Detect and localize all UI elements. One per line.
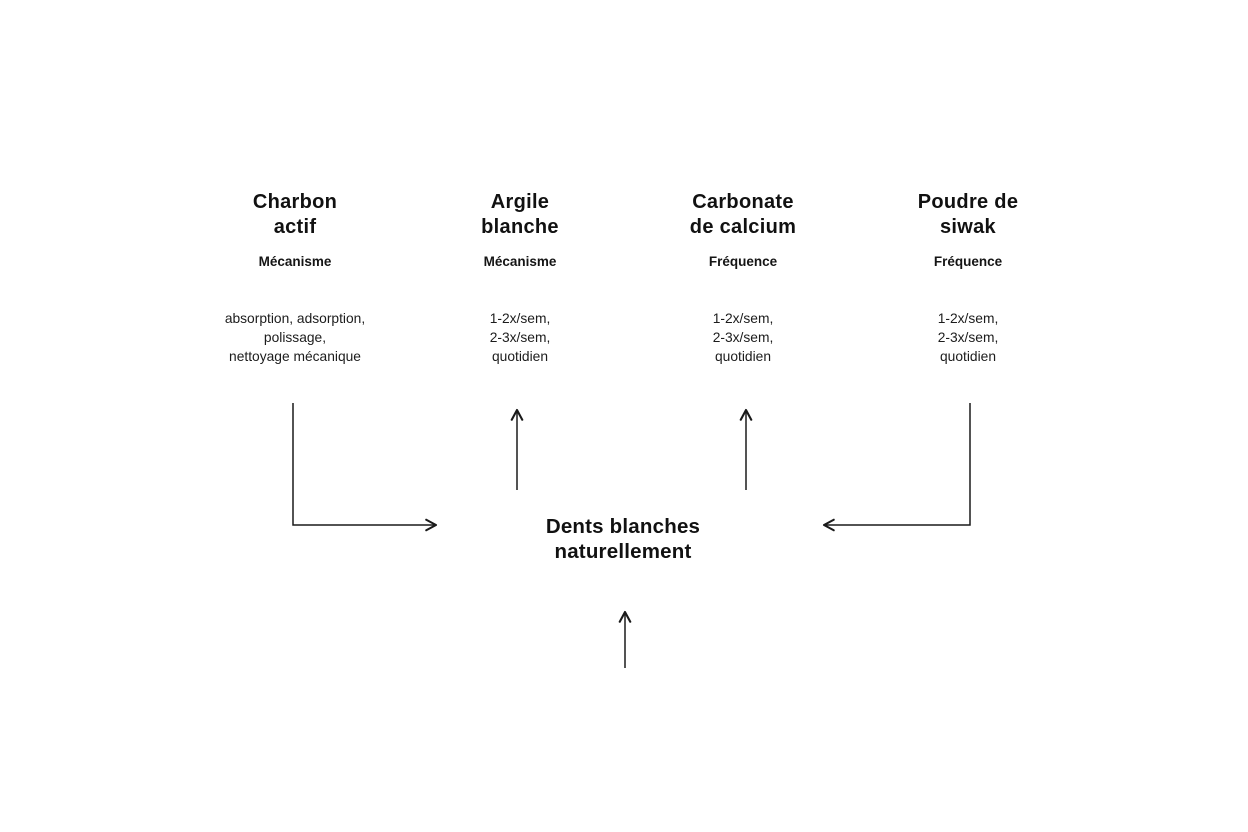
column-carbonate-de-calcium: Carbonate de calcium Fréquence 1-2x/sem,… bbox=[633, 190, 853, 366]
column-details: 1-2x/sem, 2-3x/sem, quotidien bbox=[937, 311, 999, 364]
column-subtitle: Mécanisme bbox=[258, 254, 332, 269]
column-poudre-de-siwak: Poudre de siwak Fréquence 1-2x/sem, 2-3x… bbox=[858, 190, 1078, 366]
column-argile-blanche: Argile blanche Mécanisme 1-2x/sem, 2-3x/… bbox=[410, 190, 630, 366]
center-goal-label: Dents blanches naturellement bbox=[545, 515, 701, 563]
column-subtitle: Fréquence bbox=[933, 254, 1003, 269]
column-subtitle: Mécanisme bbox=[483, 254, 557, 269]
column-details: 1-2x/sem, 2-3x/sem, quotidien bbox=[489, 311, 551, 364]
arrow-charbon-to-center bbox=[292, 403, 438, 532]
column-charbon-actif: Charbon actif Mécanisme absorption, adso… bbox=[185, 190, 405, 366]
column-details: absorption, adsorption, polissage, netto… bbox=[224, 311, 366, 364]
column-title: Argile blanche bbox=[481, 191, 559, 238]
column-title: Poudre de siwak bbox=[917, 191, 1019, 238]
arrow-siwak-to-center bbox=[822, 403, 971, 532]
column-title: Carbonate de calcium bbox=[689, 191, 797, 238]
column-subtitle: Fréquence bbox=[708, 254, 778, 269]
column-title: Charbon actif bbox=[252, 191, 338, 238]
column-details: 1-2x/sem, 2-3x/sem, quotidien bbox=[712, 311, 774, 364]
